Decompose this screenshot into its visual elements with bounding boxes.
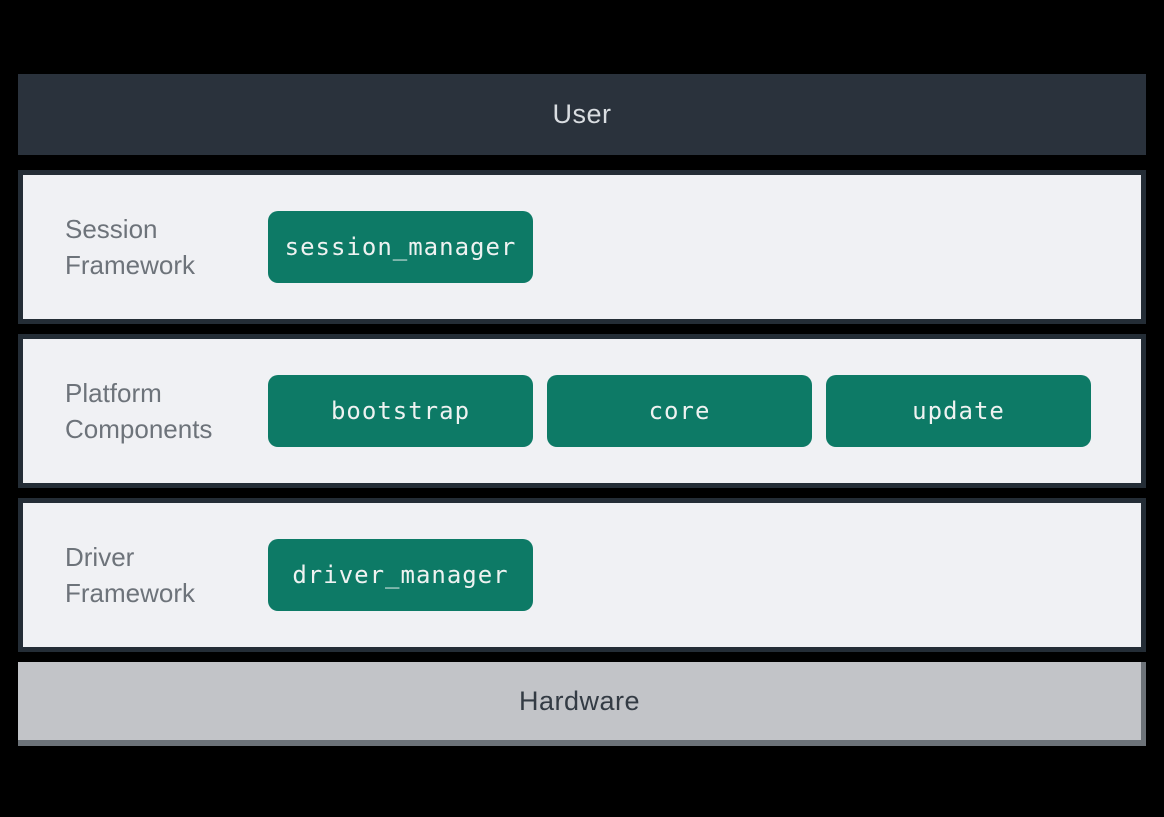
module-update: update [826, 375, 1091, 447]
module-driver-manager: driver_manager [268, 539, 533, 611]
layer-row-platform-components: Platform Components bootstrap core updat… [18, 334, 1146, 488]
layer-label-platform-components: Platform Components [65, 378, 213, 444]
module-session-manager: session_manager [268, 211, 533, 283]
layer-label-session-framework: Session Framework [65, 214, 196, 280]
hardware-layer-bar: Hardware [18, 662, 1146, 746]
user-layer-bar: User [18, 74, 1146, 155]
module-list: bootstrap core update [268, 375, 1091, 447]
module-bootstrap: bootstrap [268, 375, 533, 447]
layer-row-driver-framework: Driver Framework driver_manager [18, 498, 1146, 652]
module-list: session_manager [268, 211, 533, 283]
layer-label-driver-framework: Driver Framework [65, 542, 196, 608]
module-list: driver_manager [268, 539, 533, 611]
hardware-layer-label: Hardware [518, 685, 641, 716]
user-layer-label: User [552, 99, 612, 129]
module-core: core [547, 375, 812, 447]
layer-row-session-framework: Session Framework session_manager [18, 170, 1146, 324]
